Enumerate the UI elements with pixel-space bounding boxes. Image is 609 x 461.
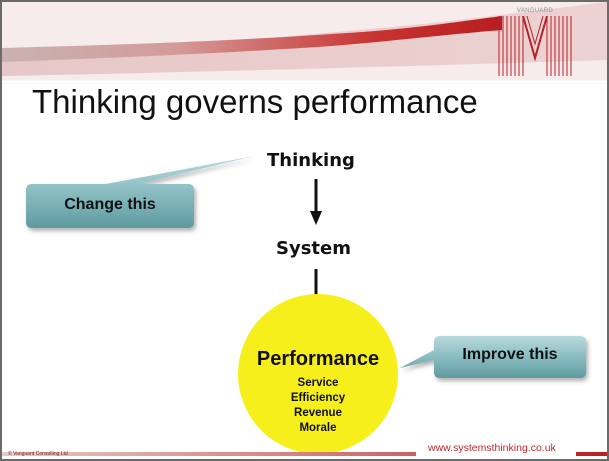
callout-improve [400,336,586,378]
performance-circle [238,294,398,454]
vanguard-logo [498,16,572,76]
performance-title: Performance [256,348,380,370]
performance-item: Service [297,377,339,389]
footer-url: www.systemsthinking.co.uk [428,442,556,454]
node-thinking: Thinking [267,150,355,171]
node-system: System [276,238,351,259]
arrow-down-icon [310,179,322,225]
brand-name: VANGUARD [517,8,553,14]
slide-title: Thinking governs performance [32,83,478,120]
performance-item: Efficiency [290,392,346,404]
footer-rule [2,452,607,456]
performance-item: Revenue [294,407,342,419]
performance-items: Service Efficiency Revenue Morale [238,376,398,436]
callout-change [26,156,254,228]
performance-item: Morale [299,422,337,434]
callout-improve-label: Improve this [462,346,558,363]
header-stripe [2,2,607,84]
copyright: © Vanguard Consulting Ltd [8,451,68,457]
footer-url-box [416,443,576,459]
callout-change-label: Change this [64,196,156,213]
